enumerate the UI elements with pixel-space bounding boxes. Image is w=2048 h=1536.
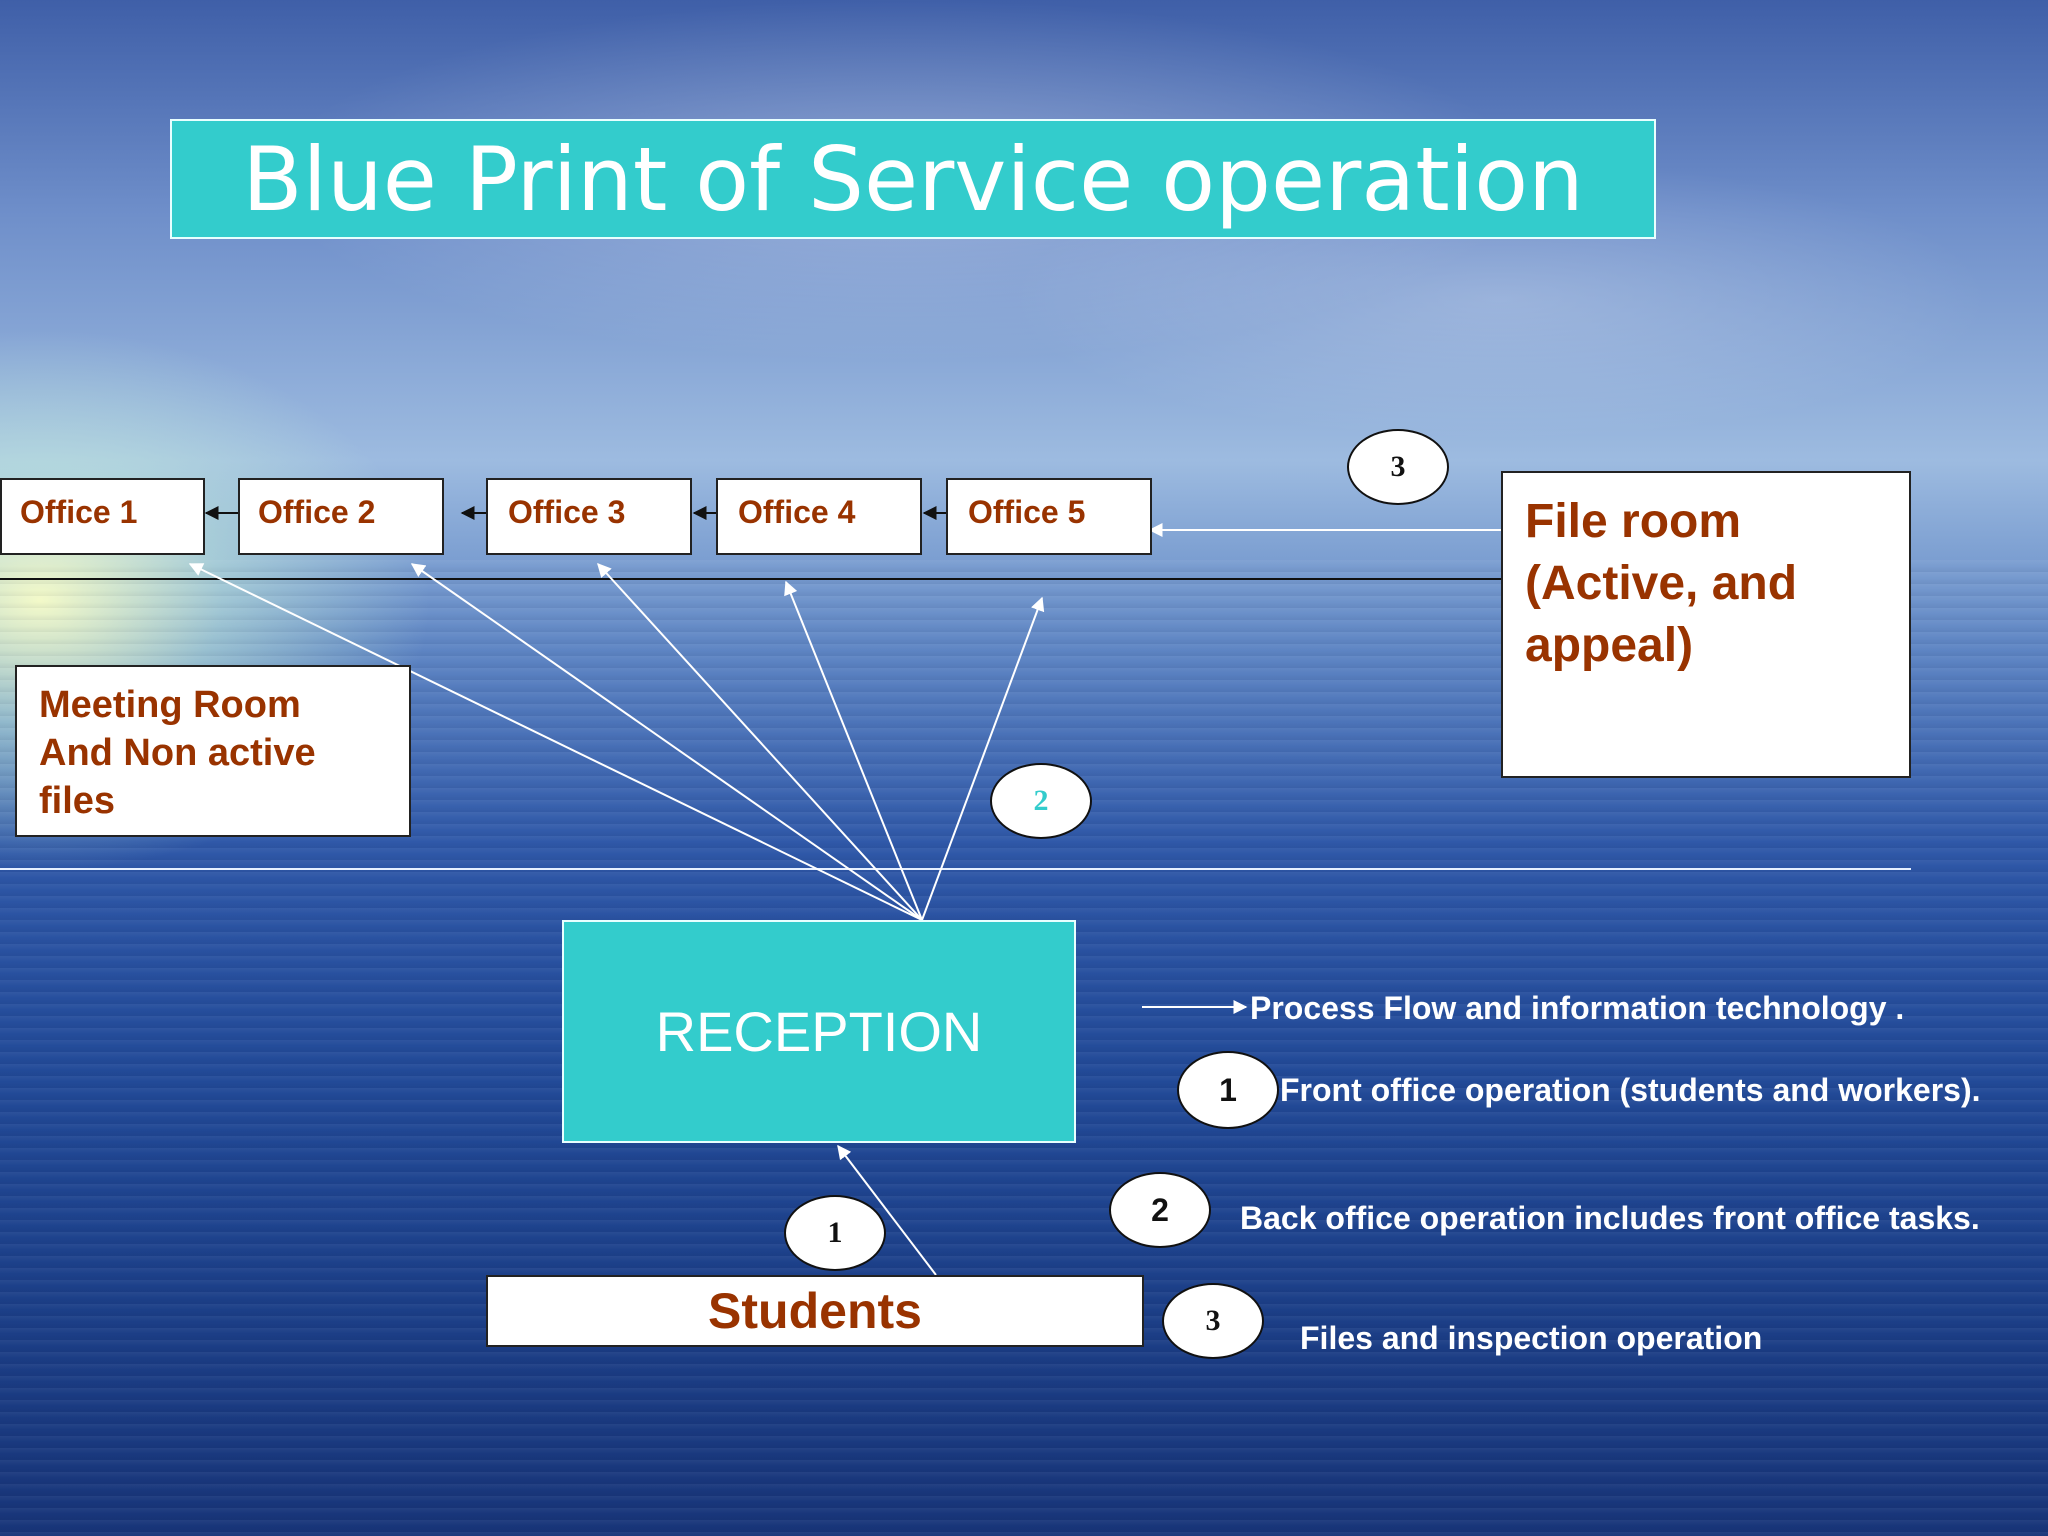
office-1-box: Office 1: [0, 478, 205, 555]
page-title: Blue Print of Service operation: [242, 127, 1584, 231]
legend-text-3: Files and inspection operation: [1300, 1320, 1763, 1356]
meeting-room-line-1: Meeting Room: [39, 684, 301, 726]
arrow-reception-to-office1: [188, 563, 923, 921]
meeting-room-line-2: And Non active: [39, 732, 316, 774]
legend-text-2: Back office operation includes front off…: [1240, 1200, 1980, 1236]
file-room-line-2: (Active, and: [1525, 557, 1798, 610]
legend-marker-2: 2: [1109, 1172, 1211, 1248]
arrow-students-to-reception: [837, 1144, 937, 1276]
marker-3-fileroom: 3: [1347, 429, 1449, 505]
marker-1-students: 1: [784, 1195, 886, 1271]
office-3-label: Office 3: [508, 494, 626, 530]
office-1-label: Office 1: [20, 494, 138, 530]
title-banner: Blue Print of Service operation: [170, 119, 1656, 239]
office-4-box: Office 4: [716, 478, 922, 555]
meeting-room-box: Meeting Room And Non active files: [15, 665, 411, 837]
legend-arrow-text: Process Flow and information technology …: [1250, 990, 1905, 1026]
students-label: Students: [708, 1283, 922, 1339]
office-4-label: Office 4: [738, 494, 856, 530]
marker-2-reception: 2: [990, 763, 1092, 839]
office-5-label: Office 5: [968, 494, 1086, 530]
legend-text-1: Front office operation (students and wor…: [1280, 1072, 1981, 1108]
reception-label: RECEPTION: [655, 1000, 983, 1063]
arrow-reception-to-office3: [597, 562, 923, 921]
file-room-line-1: File room: [1525, 495, 1742, 548]
students-box: Students: [486, 1275, 1144, 1347]
arrow-reception-to-office4: [784, 580, 923, 921]
meeting-room-line-3: files: [39, 780, 116, 822]
arrow-reception-to-office5: [921, 596, 1045, 921]
office-2-label: Office 2: [258, 494, 376, 530]
reception-box: RECEPTION: [562, 920, 1076, 1143]
office-2-box: Office 2: [238, 478, 444, 555]
legend-marker-1: 1: [1177, 1051, 1279, 1129]
legend-marker-3: 3: [1162, 1283, 1264, 1359]
file-room-box: File room (Active, and appeal): [1501, 471, 1911, 778]
arrow-reception-to-office2: [410, 563, 923, 921]
office-3-box: Office 3: [486, 478, 692, 555]
office-5-box: Office 5: [946, 478, 1152, 555]
file-room-line-3: appeal): [1525, 619, 1694, 672]
